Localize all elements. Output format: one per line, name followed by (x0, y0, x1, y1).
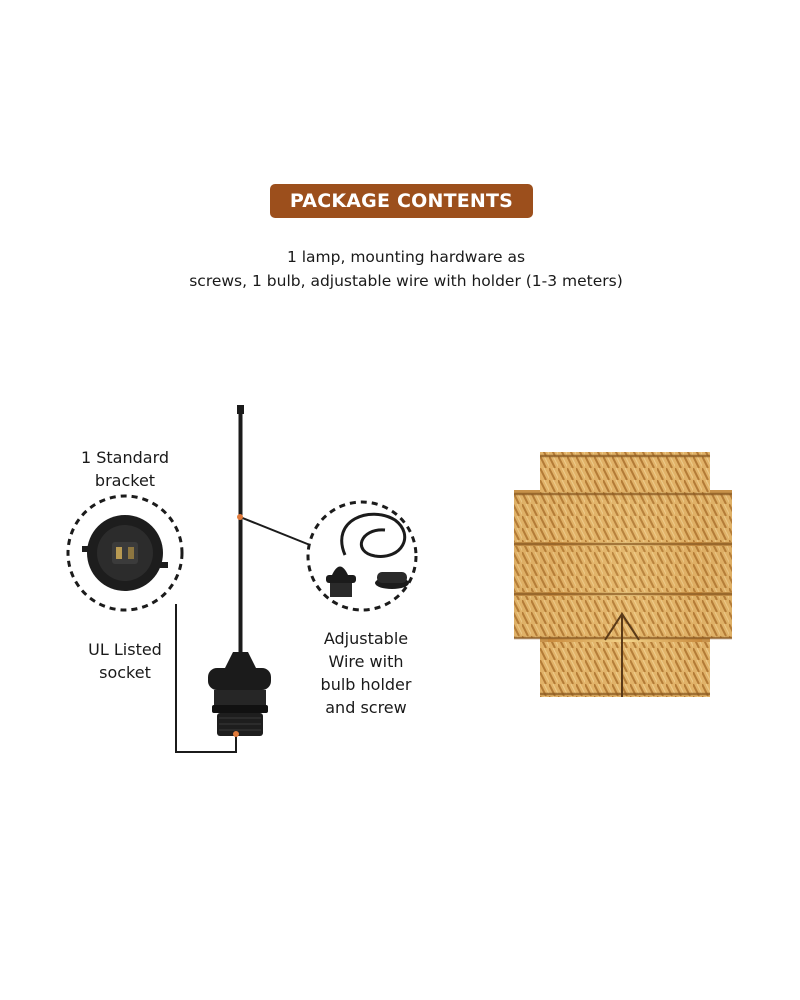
description-line-2: screws, 1 bulb, adjustable wire with hol… (189, 272, 623, 290)
rattan-lamp-shade (514, 452, 732, 697)
wire-label-line-1: Adjustable (323, 629, 409, 648)
bracket-label: 1 Standard bracket (55, 446, 195, 492)
package-description: 1 lamp, mounting hardware as screws, 1 b… (100, 245, 712, 293)
accent-dot-cord (237, 514, 243, 520)
package-contents-badge: PACKAGE CONTENTS (270, 184, 533, 218)
bracket-label-line-2: bracket (94, 471, 156, 490)
socket-label-line-2: socket (99, 663, 151, 682)
wire-holder-closeup-icon (306, 500, 418, 612)
bracket-label-line-1: 1 Standard (80, 448, 170, 467)
connector-lines (175, 516, 311, 753)
accent-dot-socket (233, 731, 239, 737)
wire-label-line-4: and screw (325, 698, 407, 717)
wire-label-line-3: bulb holder (320, 675, 412, 694)
wire-label-line-2: Wire with (328, 652, 404, 671)
socket-label: UL Listed socket (55, 638, 195, 684)
socket-closeup-icon (66, 494, 184, 612)
description-line-1: 1 lamp, mounting hardware as (286, 248, 526, 266)
wire-label: Adjustable Wire with bulb holder and scr… (296, 627, 436, 719)
pendant-kit-illustration (208, 405, 271, 736)
socket-label-line-1: UL Listed (88, 640, 162, 659)
